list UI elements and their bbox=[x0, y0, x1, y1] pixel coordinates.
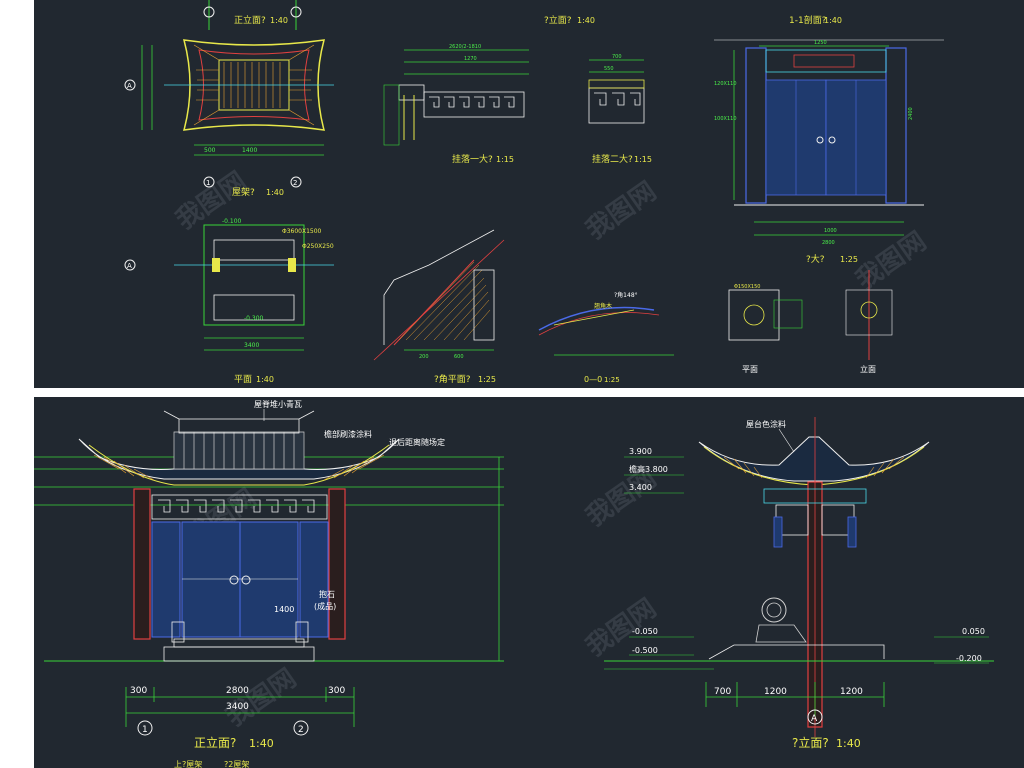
watermark: 我图网 bbox=[221, 663, 302, 732]
roof-dim-1400: 1400 bbox=[242, 147, 257, 154]
plan-dim-3400: 3400 bbox=[244, 342, 259, 349]
side-elevation: 3.900 檐高3.800 3.400 -0.050 -0.500 0.050 … bbox=[604, 417, 994, 750]
note-stone: 抱石 bbox=[319, 589, 335, 599]
front-dim-300-right: 300 bbox=[328, 686, 345, 696]
detail-plan-label: 平面 bbox=[742, 365, 758, 374]
section-1-1: 1-1剖面? 1:40 1250 120X110 100X110 2400 10… bbox=[714, 14, 944, 265]
corner-dim-200: 200 bbox=[419, 354, 429, 360]
bottom-side-title: ?立面? bbox=[792, 735, 829, 750]
front-dim-3400: 3400 bbox=[226, 702, 249, 712]
note-ridge: 屋脊堆小青瓦 bbox=[254, 399, 302, 409]
door-detail-title: ?大? bbox=[806, 253, 825, 265]
side-dim-700: 700 bbox=[714, 687, 731, 697]
roof-frame-plan: 正立面? 1:40 A 1400 500 1 2 bbox=[124, 0, 334, 198]
top-drawing-sheet: 我图网 我图网 我图网 正立面? 1:40 A bbox=[34, 0, 1024, 388]
watermark: 我图网 bbox=[581, 176, 662, 245]
section-note-120x110: 120X110 bbox=[714, 81, 737, 87]
detail-note-150: Φ150X150 bbox=[734, 284, 760, 290]
section-scale: 1:40 bbox=[824, 16, 842, 25]
footer-left-1: 上?屋架 bbox=[174, 760, 202, 768]
bottom-sheet-drawing: 我图网 我图网 我图网 我图网 bbox=[34, 399, 994, 768]
bottom-side-scale: 1:40 bbox=[836, 737, 861, 750]
level-050-right: 0.050 bbox=[962, 627, 985, 636]
level-3900: 3.900 bbox=[629, 447, 652, 456]
roof-dim-500: 500 bbox=[204, 147, 216, 154]
tie-dim-1270: 1270 bbox=[464, 56, 477, 62]
plan-level-100: -0.100 bbox=[222, 218, 242, 225]
tie-dim-2620: 2620/2-1810 bbox=[449, 44, 481, 50]
tie-beam-1-title: 挂落一大? bbox=[452, 153, 493, 165]
level-neg200: -0.200 bbox=[956, 654, 982, 663]
plan-level-300: -0.300 bbox=[244, 315, 264, 322]
bottom-front-scale: 1:40 bbox=[249, 737, 274, 750]
note-trim: 退后距离随场定 bbox=[389, 437, 445, 447]
section-dim-1000: 1000 bbox=[824, 228, 837, 234]
note-stone-sub: (成品) bbox=[314, 601, 336, 611]
corner-plan: 200 600 ?角平面? 1:25 bbox=[373, 229, 505, 385]
tie-beam-1-scale: 1:15 bbox=[496, 155, 514, 164]
tile-note: 翘角木 bbox=[594, 302, 612, 310]
watermark: 我图网 bbox=[851, 226, 932, 295]
level-neg050-left: -0.050 bbox=[632, 627, 658, 636]
tie2-dim-700: 700 bbox=[612, 54, 622, 60]
side-elevation-scale: 1:40 bbox=[577, 16, 595, 25]
tie-beam-2-title: 挂落二大? bbox=[592, 153, 633, 165]
tie-beam-2-scale: 1:15 bbox=[634, 155, 652, 164]
side-dim-1200-right: 1200 bbox=[840, 687, 863, 697]
section-00-scale: 1:25 bbox=[604, 376, 620, 384]
side-elevation-title: ?立面? bbox=[544, 14, 572, 26]
section-dim-2800: 2800 bbox=[822, 240, 835, 246]
level-neg500: -0.500 bbox=[632, 646, 658, 655]
tie2-dim-550: 550 bbox=[604, 66, 614, 72]
note-top-paint: 屋台色涂料 bbox=[746, 419, 786, 429]
axis-2-label: 2 bbox=[293, 179, 297, 187]
front-dim-1400: 1400 bbox=[274, 605, 294, 614]
section-dim-1250: 1250 bbox=[814, 40, 827, 46]
bottom-drawing-sheet: 我图网 我图网 我图网 我图网 bbox=[34, 397, 1024, 768]
tie-beam-2-detail: 700 550 挂落二大? 1:15 bbox=[588, 54, 652, 165]
section-0-0: ?角148° 翘角木 0—0 1:25 bbox=[538, 291, 674, 384]
front-axis-2: 2 bbox=[298, 725, 304, 735]
top-sheet-drawing: 我图网 我图网 我图网 正立面? 1:40 A bbox=[124, 0, 944, 385]
corner-dim-600: 600 bbox=[454, 354, 464, 360]
plan-view: Φ3600X1500 Φ250X250 -0.100 -0.300 3400 A… bbox=[124, 218, 334, 385]
tie-beam-1-detail: 2620/2-1810 1270 挂落一大? 1:15 bbox=[383, 44, 529, 165]
section-dim-2400: 2400 bbox=[908, 107, 914, 120]
plan-title: 平面 bbox=[234, 374, 252, 385]
level-3800: 檐高3.800 bbox=[629, 464, 668, 474]
corner-angle-note: ?角148° bbox=[614, 291, 638, 299]
bottom-front-title: 正立面? bbox=[194, 735, 236, 750]
front-dim-2800: 2800 bbox=[226, 686, 249, 696]
roof-frame-title: 屋架? bbox=[232, 187, 255, 198]
front-elevation-scale: 1:40 bbox=[270, 16, 288, 25]
footer-left-2: ?2屋架 bbox=[224, 760, 249, 768]
plan-scale: 1:40 bbox=[256, 375, 274, 384]
axis-a-label: A bbox=[127, 82, 132, 90]
corner-plan-title: ?角平面? bbox=[434, 373, 471, 385]
front-elevation: 屋脊堆小青瓦 檐部刷漆涂料 退后距离随场定 1400 抱石 (成品) 300 2… bbox=[34, 399, 504, 768]
roof-frame-scale: 1:40 bbox=[266, 188, 284, 197]
section-note-100x110: 100X110 bbox=[714, 116, 737, 122]
side-dim-1200-left: 1200 bbox=[764, 687, 787, 697]
side-axis-a: A bbox=[811, 714, 818, 724]
note-eave: 檐部刷漆涂料 bbox=[324, 429, 372, 439]
joint-details: Φ150X150 平面 立面 bbox=[728, 270, 893, 374]
axis-1-label: 1 bbox=[206, 179, 210, 187]
front-axis-1: 1 bbox=[142, 725, 148, 735]
plan-note-250: Φ250X250 bbox=[302, 243, 334, 250]
level-3400: 3.400 bbox=[629, 483, 652, 492]
plan-note-3600: Φ3600X1500 bbox=[282, 228, 322, 235]
front-elevation-title: 正立面? bbox=[234, 14, 266, 26]
front-dim-300-left: 300 bbox=[130, 686, 147, 696]
door-detail-scale: 1:25 bbox=[840, 255, 858, 264]
section-title: 1-1剖面? bbox=[789, 14, 827, 26]
plan-axis-a: A bbox=[127, 262, 132, 270]
detail-elev-label: 立面 bbox=[860, 364, 876, 374]
corner-plan-scale: 1:25 bbox=[478, 375, 496, 384]
section-00-title: 0—0 bbox=[584, 375, 602, 384]
